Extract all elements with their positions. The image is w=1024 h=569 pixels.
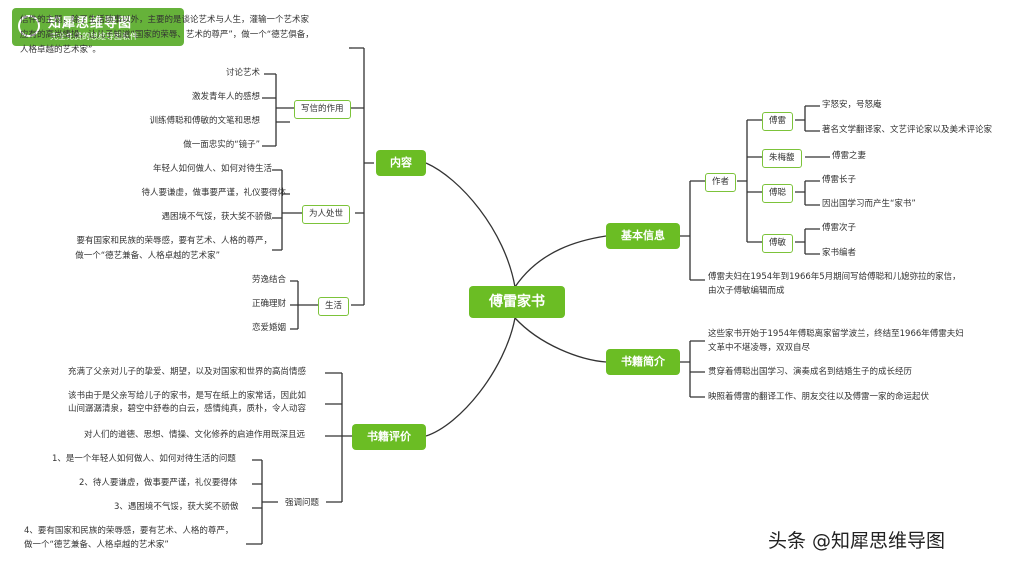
review-item: 山间潺潺清泉，碧空中舒卷的白云，感情纯真，质朴，令人动容 (68, 404, 307, 414)
leaf: 激发青年人的感想 (191, 92, 260, 102)
root-node[interactable]: 傅雷家书 (469, 286, 565, 318)
leaf: 做一个“德艺兼备、人格卓越的艺术家” (75, 251, 220, 261)
book-intro-item: 贯穿着傅聪出国学习、演奏成名到结婚生子的成长经历 (708, 367, 913, 377)
leaf: 训练傅聪和傅敏的文笔和思想 (149, 116, 260, 126)
wire-root-review (425, 317, 516, 437)
leaf: 字怒安，号怒庵 (822, 100, 882, 110)
emphasis-item: 3、遇困境不气馁，获大奖不骄傲 (114, 502, 239, 512)
leaf: 劳逸结合 (251, 275, 286, 285)
emphasis-item: 做一个“德艺兼备、人格卓越的艺术家” (24, 540, 169, 550)
node-letter-purpose[interactable]: 写信的作用 (294, 100, 351, 119)
leaf: 家书编者 (822, 248, 857, 258)
brand-logo: 知犀思维导图 完全免费的思维导图软件 (12, 8, 184, 46)
node-author[interactable]: 作者 (705, 173, 737, 192)
branch-basic-info[interactable]: 基本信息 (606, 223, 680, 249)
logo-subtitle: 完全免费的思维导图软件 (50, 32, 138, 41)
node-emphasis[interactable]: 强调问题 (278, 494, 327, 513)
book-intro-item: 文革中不堪凌辱，双双自尽 (708, 343, 811, 353)
intro-line-1: 信件的主题，除了生活琐事以外，主要的是谈论艺术与人生，灌输一个艺术家 (20, 15, 310, 25)
node-conduct[interactable]: 为人处世 (302, 205, 351, 224)
node-fumin[interactable]: 傅敏 (762, 234, 794, 253)
intro-line-3: 人格卓越的艺术家”。 (20, 45, 101, 55)
node-fulei[interactable]: 傅雷 (762, 112, 794, 131)
node-life[interactable]: 生活 (318, 297, 350, 316)
review-item: 对人们的道德、思想、情操、文化修养的启迪作用既深且远 (84, 430, 306, 440)
wire-review-bracket (341, 373, 352, 502)
wire-book-bracket (680, 341, 691, 397)
emphasis-item: 4、要有国家和民族的荣辱感，要有艺术、人格的尊严， (24, 526, 234, 536)
basic-note: 由次子傅敏编辑而成 (708, 286, 785, 296)
leaf: 著名文学翻译家、文艺评论家以及美术评论家 (822, 125, 993, 135)
wire-content-bracket (363, 48, 374, 305)
logo-icon (18, 15, 40, 37)
leaf: 遇困境不气馁，获大奖不骄傲 (161, 212, 272, 222)
branch-book-review[interactable]: 书籍评价 (352, 424, 426, 450)
leaf: 讨论艺术 (225, 68, 260, 78)
book-intro-item: 映照着傅雷的翻译工作、朋友交往以及傅雷一家的命运起伏 (708, 392, 930, 402)
emphasis-item: 1、是一个年轻人如何做人、如何对待生活的问题 (52, 454, 236, 464)
leaf: 恋爱婚姻 (251, 323, 286, 333)
intro-line-2: 应有的高尚情操，让儿子知道“国家的荣辱、艺术的尊严”，做一个“德艺俱备， (20, 30, 314, 40)
leaf: 傅雷次子 (822, 223, 857, 233)
leaf: 要有国家和民族的荣辱感，要有艺术、人格的尊严， (76, 236, 272, 246)
review-item: 该书由于是父亲写给儿子的家书，是写在纸上的家常话，因此如 (68, 391, 307, 401)
wire-root-basic (514, 235, 607, 288)
review-item: 充满了父亲对儿子的挚爱、期望，以及对国家和世界的高尚情感 (68, 367, 307, 377)
basic-note: 傅雷夫妇在1954年到1966年5月期间写给傅聪和儿媳弥拉的家信， (708, 272, 961, 282)
leaf: 做一面忠实的“镜子” (183, 140, 260, 150)
leaf: 傅雷长子 (822, 175, 857, 185)
wire-basic-bracket (680, 181, 691, 280)
leaf: 待人要谦虚，做事要严谨，礼仪要得体 (141, 188, 286, 198)
node-fucong[interactable]: 傅聪 (762, 184, 794, 203)
logo-title: 知犀思维导图 (48, 16, 133, 31)
node-zhu-meifu[interactable]: 朱梅馥 (762, 149, 802, 168)
branch-book-intro[interactable]: 书籍简介 (606, 349, 680, 375)
leaf: 因出国学习而产生“家书” (822, 199, 916, 209)
wire-root-book (514, 317, 607, 363)
book-intro-item: 这些家书开始于1954年傅聪离家留学波兰，终结至1966年傅雷夫妇 (708, 329, 964, 339)
branch-content[interactable]: 内容 (376, 150, 426, 176)
leaf: 傅雷之妻 (832, 151, 867, 161)
watermark: 头条 @知犀思维导图 (768, 530, 946, 552)
leaf: 正确理财 (251, 299, 286, 309)
emphasis-item: 2、待人要谦虚，做事要严谨，礼仪要得体 (79, 478, 238, 488)
wire-root-content (425, 162, 516, 288)
leaf: 年轻人如何做人、如何对待生活 (152, 164, 272, 174)
